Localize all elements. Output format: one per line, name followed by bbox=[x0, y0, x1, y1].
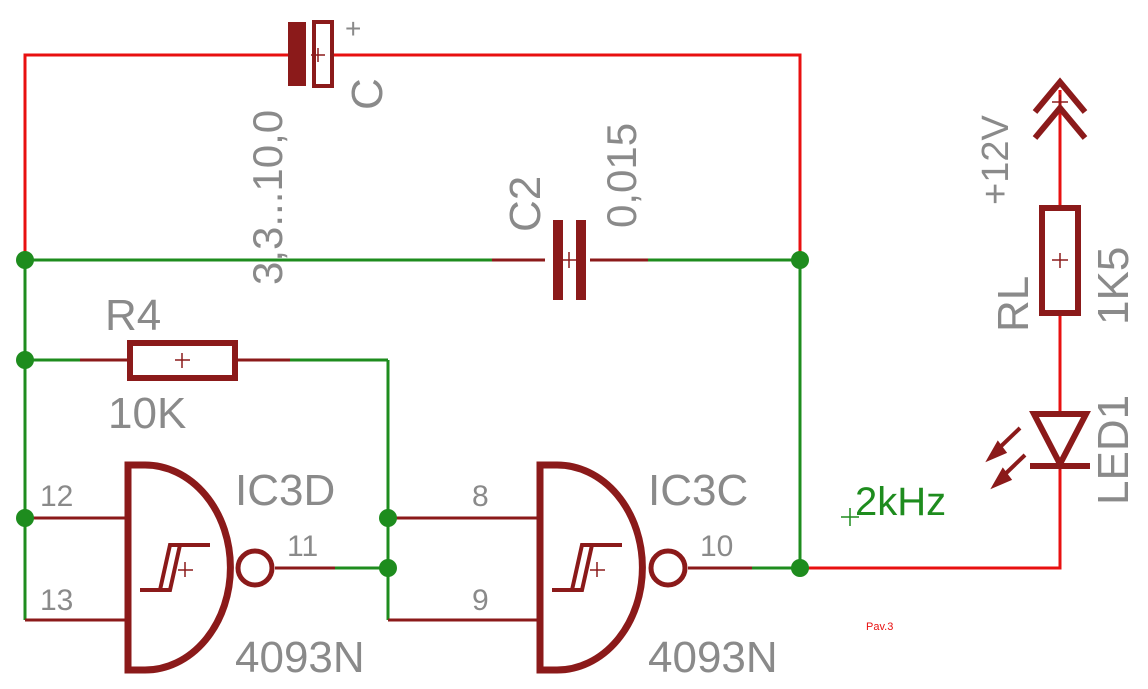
gate-ic3c: IC3C 4093N 8 9 10 bbox=[472, 461, 778, 682]
gate-ic3c-type: 4093N bbox=[648, 633, 778, 682]
capacitor-c-plate-negative bbox=[288, 22, 306, 86]
capacitor-c: + C 3,3...10,0 bbox=[244, 13, 392, 285]
resistor-rl: RL 1K5 bbox=[989, 205, 1138, 332]
gate-ic3d: IC3D 4093N 12 13 11 bbox=[40, 461, 365, 682]
page-reference: Pav.3 bbox=[866, 621, 893, 633]
gate-ic3c-schmitt-icon bbox=[552, 543, 622, 592]
junction-dot bbox=[791, 559, 809, 577]
resistor-rl-body bbox=[1039, 205, 1081, 316]
origin-marks bbox=[175, 48, 1068, 577]
gate-ic3c-body bbox=[536, 461, 646, 674]
capacitor-c-name: C bbox=[343, 78, 392, 110]
resistor-r4-name: R4 bbox=[105, 291, 161, 340]
frequency-label: 2kHz bbox=[855, 480, 946, 524]
gate-ic3c-pin-9: 9 bbox=[472, 584, 489, 617]
gate-ic3d-pin-13: 13 bbox=[40, 584, 73, 617]
gate-ic3d-type: 4093N bbox=[235, 633, 365, 682]
junction-dot bbox=[379, 509, 397, 527]
supply-arrow-outer-icon bbox=[1032, 77, 1088, 114]
junction-dot bbox=[791, 251, 809, 269]
gate-ic3c-pin-10: 10 bbox=[700, 530, 733, 563]
led1-triangle bbox=[1029, 411, 1091, 471]
gate-ic3c-name: IC3C bbox=[648, 466, 748, 515]
gate-ic3d-body bbox=[124, 461, 234, 674]
capacitor-c2-name: C2 bbox=[501, 176, 550, 232]
gate-ic3d-schmitt-icon bbox=[140, 543, 210, 592]
gate-ic3d-pin-12: 12 bbox=[40, 480, 73, 513]
gate-ic3c-inverter-bubble bbox=[648, 548, 688, 588]
frequency-mark bbox=[841, 508, 859, 526]
gate-ic3d-inverter-bubble bbox=[235, 548, 275, 588]
resistor-r4-value: 10K bbox=[108, 389, 186, 438]
capacitor-c-value: 3,3...10,0 bbox=[244, 110, 291, 285]
resistor-rl-value: 1K5 bbox=[1089, 247, 1138, 325]
led1-name: LED1 bbox=[1089, 395, 1138, 505]
wire-red-top bbox=[23, 53, 802, 260]
junction-dot bbox=[16, 351, 34, 369]
resistor-r4: R4 10K bbox=[105, 291, 238, 438]
led1: LED1 bbox=[985, 395, 1138, 505]
supply-label: +12V bbox=[975, 115, 1017, 205]
capacitor-c2-plate-left bbox=[553, 220, 563, 300]
gate-ic3d-pin-11: 11 bbox=[287, 530, 318, 563]
junctions bbox=[16, 251, 809, 577]
led1-emission-arrows-icon bbox=[985, 426, 1027, 490]
capacitor-c-plus: + bbox=[345, 13, 361, 44]
resistor-rl-name: RL bbox=[989, 276, 1038, 332]
gate-ic3c-pin-8: 8 bbox=[472, 480, 489, 513]
capacitor-c-plate-positive bbox=[312, 20, 334, 88]
capacitor-c2: C2 0,015 bbox=[492, 123, 648, 300]
junction-dot bbox=[16, 251, 34, 269]
gate-ic3d-name: IC3D bbox=[235, 466, 335, 515]
junction-dot bbox=[16, 509, 34, 527]
supply-12v: +12V bbox=[975, 77, 1088, 205]
capacitor-c2-plate-right bbox=[576, 220, 586, 300]
junction-dot bbox=[379, 559, 397, 577]
capacitor-c2-value: 0,015 bbox=[598, 123, 645, 228]
gate-pin-stubs bbox=[25, 358, 752, 622]
